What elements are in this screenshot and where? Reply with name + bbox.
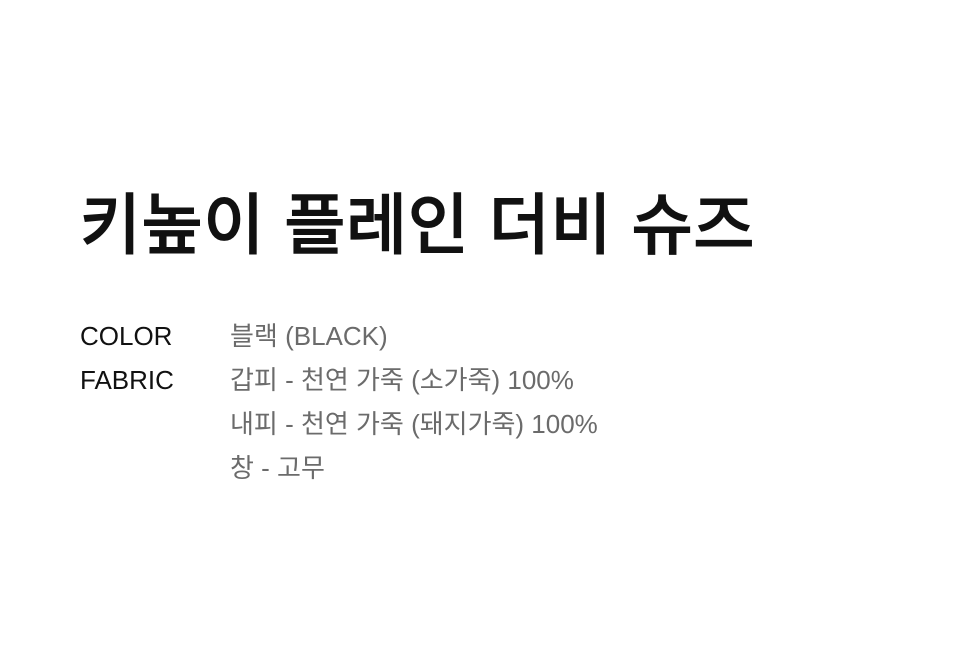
spec-label-fabric: FABRIC	[80, 365, 174, 395]
spec-value: 블랙 (BLACK)	[230, 321, 388, 351]
spec-values-fabric: 갑피 - 천연 가죽 (소가죽) 100% 내피 - 천연 가죽 (돼지가죽) …	[230, 358, 598, 490]
spec-value: 갑피 - 천연 가죽 (소가죽) 100%	[230, 365, 574, 395]
product-title: 키높이 플레인 더비 슈즈	[80, 188, 756, 262]
spec-value: 내피 - 천연 가죽 (돼지가죽) 100%	[230, 409, 598, 439]
spec-label-color: COLOR	[80, 321, 173, 351]
spec-values-color: 블랙 (BLACK)	[230, 314, 388, 358]
spec-value: 창 - 고무	[230, 453, 325, 483]
spec-row-color: COLOR 블랙 (BLACK)	[80, 314, 598, 358]
spec-list: COLOR 블랙 (BLACK) FABRIC 갑피 - 천연 가죽 (소가죽)…	[80, 314, 598, 490]
spec-row-fabric: FABRIC 갑피 - 천연 가죽 (소가죽) 100% 내피 - 천연 가죽 …	[80, 358, 598, 490]
